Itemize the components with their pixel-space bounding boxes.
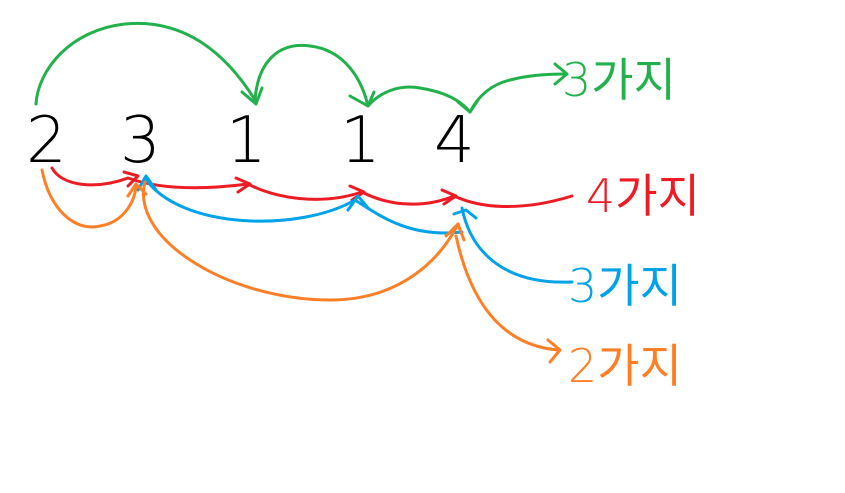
red-arrowhead-2 [234,176,252,194]
orange-long-curve [142,180,460,302]
green-result-arrowhead [553,62,569,86]
digit-row: 2 3 1 1 4 [26,104,475,178]
orange-path: 2가지 [40,168,682,393]
orange-result-label: 2가지 [568,339,682,393]
blue-result-curve [460,206,574,284]
red-path: 4가지 [50,166,700,223]
green-arrowhead-2 [348,90,376,108]
green-arrowhead-1 [240,86,264,106]
digit-4: 4 [434,104,475,178]
orange-arrowhead-1 [126,182,148,198]
red-arrowhead-4 [440,188,458,206]
orange-short-curve [40,168,138,229]
green-jump-curve [34,21,567,114]
orange-result-curve [454,234,560,352]
red-arrowhead-1 [122,170,140,188]
blue-arrowhead-1 [136,174,158,192]
digit-3: 3 [120,104,161,178]
orange-arrowhead-2 [444,222,466,242]
green-arrowhead-3 [456,98,480,114]
blue-arrowhead-3 [452,208,478,220]
digit-1-second: 1 [340,104,381,178]
blue-path: 3가지 [136,174,682,313]
red-result-label: 4가지 [586,169,700,223]
green-result-label: 3가지 [562,53,676,107]
green-path: 3가지 [34,21,676,114]
red-step-curve [50,166,574,208]
blue-path-curve [143,176,464,235]
blue-arrowhead-2 [346,194,370,212]
blue-result-label: 3가지 [568,259,682,313]
digit-2: 2 [26,104,67,178]
digit-1-first: 1 [226,104,267,178]
orange-result-arrowhead [546,338,562,364]
